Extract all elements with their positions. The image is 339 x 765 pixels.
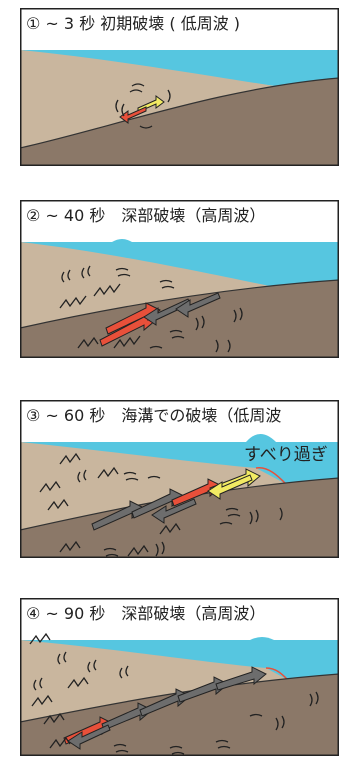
panel-3-caption: ③ ~ 60 秒 海溝での破壊（低周波 <box>26 406 282 425</box>
panel-2-caption: ② ~ 40 秒 深部破壊（高周波） <box>26 206 266 225</box>
panel-1-illustration <box>20 8 339 166</box>
deep-rupture-arrows <box>99 292 221 347</box>
panel-2: ② ~ 40 秒 深部破壊（高周波） <box>20 200 339 358</box>
panel-4: ④ ~ 90 秒 深部破壊（高周波） <box>20 598 339 756</box>
panel-1-caption: ① ~ 3 秒 初期破壊 ( 低周波 ) <box>26 14 241 33</box>
wave-marks <box>59 265 243 353</box>
trench-rupture-arrows <box>91 468 261 531</box>
panel-4-caption: ④ ~ 90 秒 深部破壊（高周波） <box>26 604 266 623</box>
panel-3: ③ ~ 60 秒 海溝での破壊（低周波 すべり過ぎ <box>20 400 339 558</box>
lower-plate <box>20 78 339 166</box>
wave-marks <box>29 632 319 755</box>
wave-marks <box>39 452 283 557</box>
initial-rupture-arrows <box>115 83 171 129</box>
panel-1: ① ~ 3 秒 初期破壊 ( 低周波 ) <box>20 8 339 166</box>
deep-rupture-arrows-2 <box>63 666 267 750</box>
over-slip-label: すべり過ぎ <box>244 445 328 465</box>
panel-2-illustration <box>20 200 339 358</box>
panel-4-illustration <box>20 598 339 756</box>
panel-3-illustration <box>20 400 339 558</box>
